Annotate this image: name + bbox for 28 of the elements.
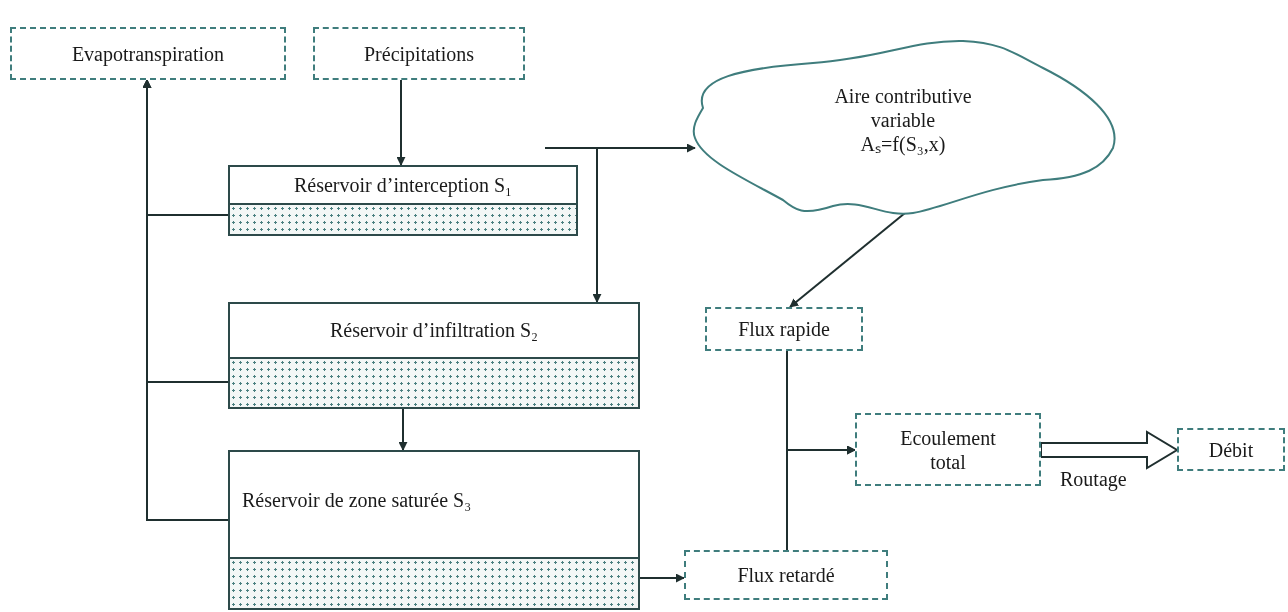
box-label: Evapotranspiration [71,41,225,66]
cloud-label: Aire contributive variable Aₛ=f(S₃,x) [833,84,973,156]
block-arrow [1040,430,1179,470]
box-label: Flux retardé [737,563,835,587]
box-label: Réservoir d’infiltration S₂ [328,318,539,342]
box-label: Ecoulement total [899,425,997,474]
box-label: Réservoir de zone saturée S₃ [242,488,472,512]
arrow [592,147,602,303]
box-label: Débit [1208,437,1254,462]
reservoir-box [228,302,640,409]
reservoir-box [228,450,640,610]
box-label: Réservoir d’interception S₁ [293,173,513,197]
arrow [639,573,685,583]
arrow [142,79,229,521]
box-label: Flux rapide [738,317,830,341]
dashed-box [313,27,525,80]
arrow [396,79,406,166]
dashed-box [10,27,286,80]
arrow [398,408,408,451]
dashed-box [705,307,863,351]
arrow [544,143,696,153]
arrow [789,212,906,308]
dashed-box [684,550,888,600]
dashed-box [1177,428,1285,471]
box-label: Précipitations [364,41,474,66]
dashed-box [855,413,1041,486]
arrow [786,445,856,551]
reservoir-box [228,165,578,236]
